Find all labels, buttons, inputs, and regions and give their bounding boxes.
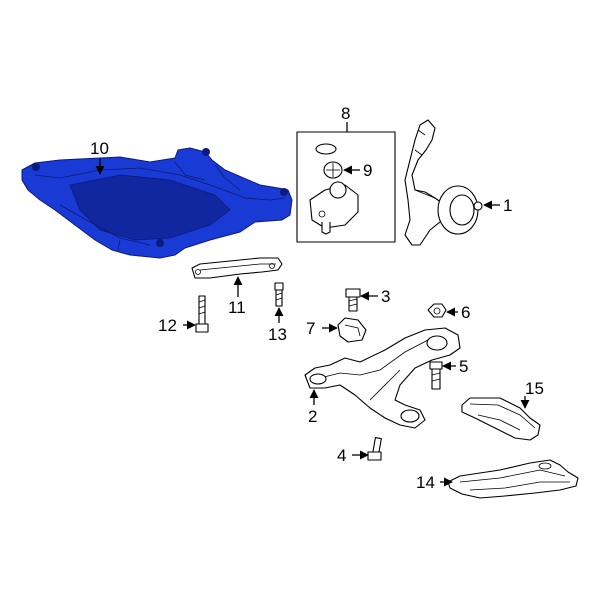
callout-6: 6 [461,303,470,322]
callout-labels: 1 2 3 4 5 6 7 8 9 10 11 12 13 14 15 [90,104,544,492]
ball-joint-box-part-8[interactable] [296,131,396,243]
callout-12: 12 [158,316,177,335]
callout-3: 3 [381,287,390,306]
bushing-part-7[interactable] [337,317,367,343]
callout-9: 9 [363,161,372,180]
callout-13: 13 [268,325,287,344]
bolt-part-5[interactable] [429,361,443,390]
shield-plate-part-15[interactable] [461,397,541,441]
engine-cradle-part-10[interactable] [21,147,293,259]
lower-cover-part-14[interactable] [447,459,579,499]
bolt-part-4[interactable] [367,437,382,461]
control-arm-part-2[interactable] [304,327,461,429]
steering-knuckle-part-1[interactable] [404,119,483,246]
callout-7: 7 [306,319,315,338]
bolt-part-12[interactable] [195,295,209,333]
callout-10: 10 [90,139,109,158]
callout-1: 1 [503,196,512,215]
callout-4: 4 [337,446,346,465]
callout-15: 15 [525,379,544,398]
callout-14: 14 [416,473,435,492]
bolt-part-13[interactable] [274,282,284,307]
bracket-part-11[interactable] [191,257,283,279]
callout-2: 2 [308,407,317,426]
nut-part-6[interactable] [427,303,447,318]
leader-lines [95,122,530,487]
callout-8: 8 [341,104,350,123]
bolt-part-3[interactable] [345,288,361,312]
callout-11: 11 [228,298,246,317]
callout-5: 5 [459,357,468,376]
